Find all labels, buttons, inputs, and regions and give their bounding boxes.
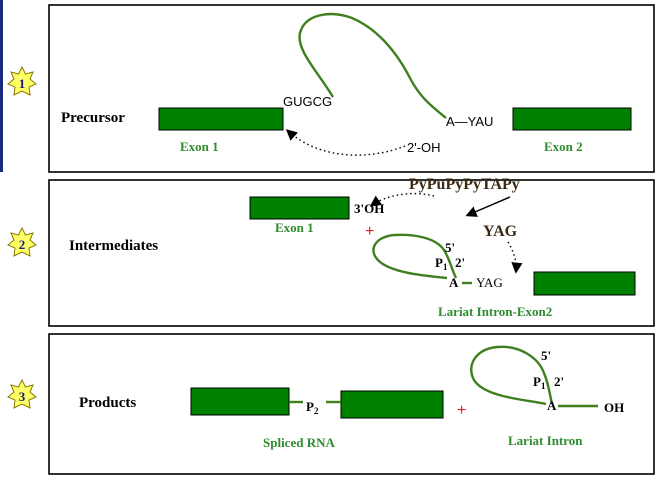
lariat-loop [470,345,554,406]
spliced-rna-label: Spliced RNA [263,435,335,450]
exon-1-box [190,387,290,416]
plus-sign: + [365,223,374,240]
intron-loop [298,12,447,119]
phosphodiester-label: P2 [306,399,319,416]
p-subscript: 1 [541,381,546,391]
branch-consensus-sequence: PyPuPyPyTAPy [409,176,520,193]
plus-sign: + [457,402,466,419]
three-prime-oh-label: 3'OH [354,201,384,216]
five-prime-splice-site-sequence: GUGCG [283,94,332,109]
exon-2-box [512,107,632,131]
panel-1-frame [48,4,655,173]
phosphodiester-label: P1 [435,255,448,272]
branch-point-sequence: A—YAU [446,114,493,129]
five-prime-label: 5' [445,240,455,255]
exon-2-label: Exon 2 [544,139,583,154]
exon-2-box [533,271,636,296]
p-symbol: P [533,374,541,389]
dotted-arrow-to-yag [507,241,523,274]
panel-label: Intermediates [69,238,158,254]
step-number: 1 [19,76,26,91]
panel-intermediates: 2 Intermediates 3'OH Exon 1 + PyPuPyPyTA… [7,176,655,327]
panel-label: Precursor [61,110,125,126]
p-symbol: P [435,255,443,270]
step-number: 2 [19,237,26,252]
p-symbol: P [306,399,314,414]
lariat-intron-exon2-label: Lariat Intron-Exon2 [438,304,552,319]
phosphodiester-label: P1 [533,374,546,391]
dotted-arrow-to-oh [369,192,435,207]
panel-products: 3 Products P2 + Spliced RNA 5' P1 2' A O… [7,333,655,475]
star-badge-icon [7,378,37,409]
two-prime-label: 2' [455,255,465,270]
arrow-to-branch [465,196,511,217]
hydroxyl-label: OH [604,400,624,415]
step-badge-2: 2 [7,226,37,257]
yag-sequence-label: YAG [483,223,518,240]
step-number: 3 [19,389,26,404]
panel-2-frame [48,179,655,327]
exon-1-box [249,196,350,220]
branch-a-label: A [449,275,459,290]
star-badge-icon [7,65,37,96]
step-badge-1: 1 [7,65,37,96]
lariat-intron-label: Lariat Intron [508,433,583,448]
p-subscript: 2 [314,406,319,416]
exon-1-label: Exon 1 [275,220,314,235]
panel-label: Products [79,395,136,411]
yag-junction-label: YAG [476,275,503,290]
hydroxyl-label: 2'-OH [407,140,441,155]
exon-1-box [158,107,284,131]
exon-2-box [340,390,444,419]
panel-precursor: 1 Precursor Exon 1 Exon 2 GUGCG A—YAU 2'… [7,4,655,173]
p-subscript: 1 [443,262,448,272]
exon-1-label: Exon 1 [180,139,219,154]
two-prime-label: 2' [554,374,564,389]
branch-a-label: A [547,398,557,413]
lariat-loop [372,233,458,280]
star-badge-icon [7,226,37,257]
left-margin-bar [0,0,3,172]
five-prime-label: 5' [541,348,551,363]
step-badge-3: 3 [7,378,37,409]
